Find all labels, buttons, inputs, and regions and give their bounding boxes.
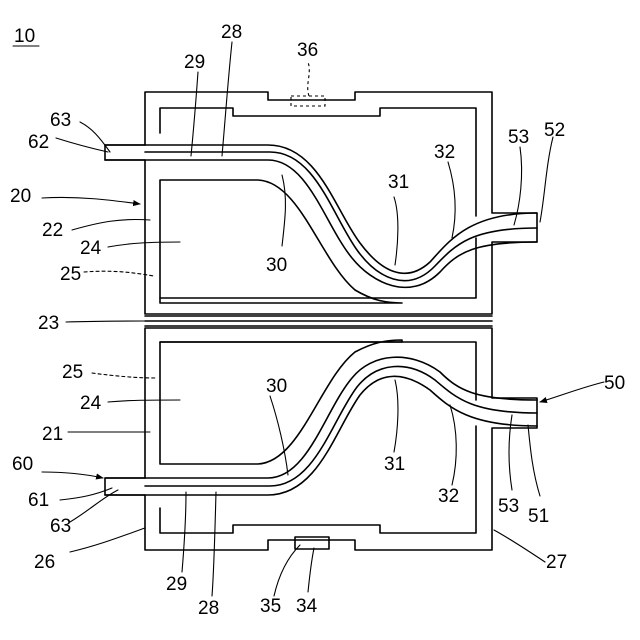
leader-lines — [42, 42, 604, 596]
label-63-top: 63 — [50, 110, 71, 131]
bottom-inner-frame — [160, 342, 476, 400]
bottom-sensor-34-35 — [295, 537, 329, 549]
label-27: 27 — [546, 552, 567, 573]
label-36: 36 — [297, 40, 318, 61]
top-inner-frame-lower — [160, 238, 476, 298]
top-inner-frame — [160, 108, 476, 216]
top-chamber-24 — [160, 180, 402, 303]
divider-23 — [145, 316, 492, 326]
lead-36 — [308, 62, 310, 96]
label-25-top: 25 — [60, 264, 81, 285]
top-channel-mid — [145, 152, 537, 281]
label-60: 60 — [12, 454, 33, 475]
label-61: 61 — [28, 490, 49, 511]
label-30-bottom: 30 — [266, 376, 287, 397]
label-20: 20 — [10, 186, 31, 207]
label-34: 34 — [296, 596, 318, 617]
label-31-bottom: 31 — [384, 454, 405, 475]
top-left-port — [105, 145, 145, 160]
label-35: 35 — [260, 596, 281, 617]
label-32-bottom: 32 — [438, 486, 459, 507]
top-outer-frame — [145, 92, 537, 314]
label-29-top: 29 — [184, 52, 205, 73]
label-62: 62 — [28, 132, 49, 153]
top-housing — [105, 92, 537, 314]
label-25-bottom: 25 — [62, 362, 83, 383]
label-51: 51 — [528, 506, 549, 527]
bottom-chamber-24 — [160, 340, 402, 464]
label-29-bottom: 29 — [166, 574, 187, 595]
label-26: 26 — [34, 552, 55, 573]
bottom-outer-frame — [145, 328, 537, 550]
label-28-bottom: 28 — [198, 598, 219, 619]
label-52: 52 — [544, 120, 565, 141]
bottom-left-port — [105, 478, 145, 495]
label-21: 21 — [42, 424, 63, 445]
label-28-top: 28 — [221, 22, 242, 43]
label-53-top: 53 — [508, 127, 529, 148]
top-sensor-36 — [291, 96, 325, 106]
top-channel-outer — [105, 145, 537, 273]
bottom-housing — [105, 328, 537, 550]
label-50: 50 — [604, 373, 625, 394]
label-32-top: 32 — [434, 142, 455, 163]
label-24-top: 24 — [80, 238, 102, 259]
bottom-inner-frame-lower — [160, 426, 476, 533]
label-31-top: 31 — [388, 172, 409, 193]
label-63-bottom: 63 — [50, 516, 71, 537]
label-24-bottom: 24 — [80, 393, 102, 414]
label-22: 22 — [42, 220, 63, 241]
label-53-bottom: 53 — [498, 496, 519, 517]
label-30-top: 30 — [266, 255, 287, 276]
figure-number: 10 — [14, 26, 35, 47]
label-23: 23 — [38, 313, 59, 334]
